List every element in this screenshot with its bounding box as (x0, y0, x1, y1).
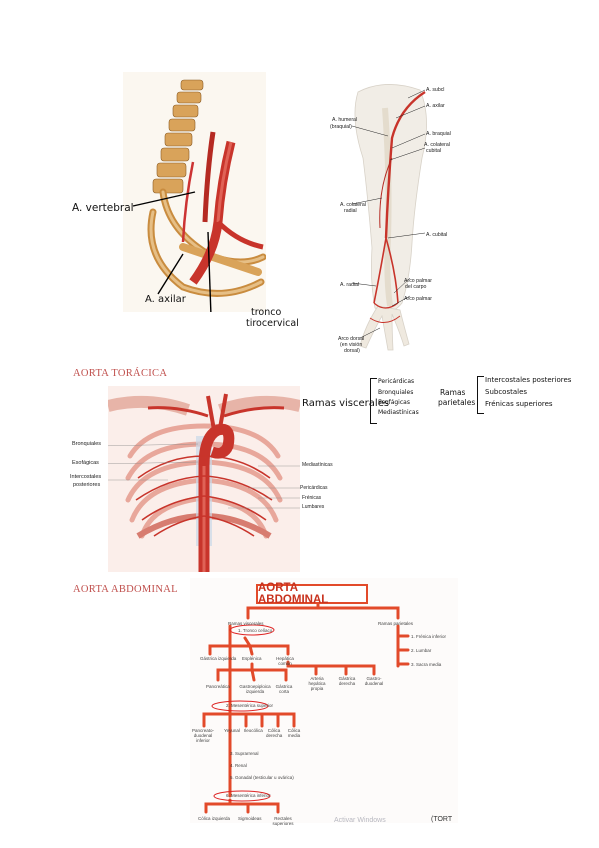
splenic-gastroepiploica: Gastroepiploica izquierda (239, 684, 271, 694)
splenic-gastrica-corta: Gástrica corta (275, 684, 293, 694)
thorax-drawing (97, 386, 304, 572)
corner-text: (TORT (431, 816, 453, 823)
ramas-parietales-sub: parietales (438, 398, 476, 407)
arm-label-subclavia: A. subcl (426, 87, 445, 93)
visceral-item-pericardicas: Pericárdicas (378, 378, 415, 385)
visceral-item-bronquiales: Bronquiales (378, 389, 414, 396)
celiac-hepatica-comun: Hepática común (276, 656, 294, 666)
abdominal-diagram-panel (190, 578, 458, 823)
arm-label-arco-carpo-sub: del carpo (405, 284, 427, 290)
parietal-item-intercostales: Intercostales posteriores (485, 376, 572, 384)
parietal-lumbar: 2. Lumbar (411, 648, 432, 653)
hepatic-gastroduodenal: Gastro-duodenal (364, 676, 384, 686)
neck-artery-illustration (123, 72, 267, 317)
label-ramas-viscerales: Ramas viscerales (228, 621, 264, 626)
arm-label-arco-palmar: Arco palmar (404, 296, 432, 302)
thorax-left-label-intercostales: Intercostales (70, 474, 102, 480)
arm-drawing (351, 84, 427, 351)
section-title-aorta-toracica: AORTA TORÁCICA (73, 368, 168, 379)
sup-colica-media: Cólica media (287, 728, 301, 738)
inf-rectales-superiores: Rectales superiores (272, 816, 294, 826)
thorax-right-label-frenicas: Frénicas (302, 495, 322, 501)
section-title-aorta-abdominal: AORTA ABDOMINAL (73, 584, 178, 595)
splenic-pancreatica: Pancreática (206, 684, 230, 689)
label-a-vertebral: A. vertebral (72, 202, 134, 214)
label-mesenterica-superior: 2. Mesentérica superior (226, 703, 274, 708)
arm-label-humeral: A. humeral (332, 117, 358, 123)
sup-pancreatoduodenal: Pancreato-duodenal inferior (192, 728, 215, 743)
label-mesenterica-inferior: 6. Mesentérica inferior (226, 793, 271, 798)
label-tirocervical: tirocervical (246, 318, 299, 329)
parietal-brace (477, 376, 484, 414)
arm-artery-illustration (330, 78, 450, 358)
visceral-brace (370, 378, 377, 424)
celiac-gastrica-izquierda: Gástrica izquierda (200, 656, 237, 661)
item-suprarrenal: 3. Suprarrenal (230, 751, 259, 756)
inf-colica-izquierda: Cólica izquierda (198, 816, 231, 821)
arm-label-arco-dorsal-sub: (en visión (340, 342, 363, 348)
arm-label-colateral-cubital-sub: cubital (426, 148, 441, 154)
abdominal-title-box: AORTA ABDOMINAL (256, 582, 368, 606)
label-tronco-celiaco: 1. Tronco celíaco (238, 628, 273, 633)
visceral-item-esofagicas: Esofágicas (378, 399, 410, 406)
parietal-sacra-media: 3. Sacra media (411, 662, 442, 667)
arm-label-arco-dorsal-sub2: dorsal) (344, 348, 360, 354)
arm-label-colateral-radial: A. colateral (340, 202, 366, 208)
ramas-parietales-label: Ramas (440, 388, 466, 397)
arm-label-braquial: A. braquial (426, 131, 451, 137)
label-ramas-parietales: Ramas parietales (378, 621, 414, 626)
thorax-right-label-mediastinicas: Mediastínicas (302, 462, 333, 468)
arm-label-arco-dorsal: Arco dorsal (338, 336, 365, 342)
arm-label-arco-carpo: Arco palmar (404, 278, 432, 284)
thorax-left-label-bronquiales: Bronquiales (72, 441, 102, 447)
thorax-right-label-lumbares: Lumbares (302, 504, 325, 510)
neck-skeleton-drawing (123, 72, 267, 317)
windows-watermark: Activar Windows (334, 817, 386, 824)
ramas-viscerales-label: Ramas viscerales (302, 398, 390, 409)
parietal-item-subcostales: Subcostales (485, 388, 528, 396)
arm-label-colateral-cubital: A. colateral (424, 142, 450, 148)
thorax-left-label-esofagicas: Esofágicas (72, 460, 99, 466)
sup-colica-derecha: Cólica derecha (266, 728, 283, 738)
celiac-esplenica: Esplénica (242, 656, 262, 661)
arm-label-axilar: A. axilar (426, 103, 445, 109)
label-a-axilar: A. axilar (145, 294, 186, 305)
arm-label-humeral-sub: (braquial) (330, 124, 352, 130)
arm-label-radial: A. radial (340, 282, 360, 288)
arm-label-cubital: A. cubital (426, 232, 448, 238)
parietal-item-frenicas: Frénicas superiores (485, 400, 553, 408)
hepatic-gastrica-derecha: Gástrica derecha (338, 676, 356, 686)
inf-sigmoideas: Sigmoideas (238, 816, 262, 821)
sup-yeyunal: Yeyunal (224, 728, 240, 733)
thorax-left-label-posteriores: posteriores (73, 482, 101, 488)
visceral-item-mediastinicas: Mediastínicas (378, 409, 419, 416)
arm-label-colateral-radial-sub: radial (344, 208, 357, 214)
thorax-right-label-pericardicas: Pericárdicas (300, 485, 328, 491)
sup-ileocolica: Ileocólica (244, 728, 263, 733)
item-renal: 4. Renal (230, 763, 247, 768)
abdominal-tree-connectors (202, 598, 410, 814)
item-gonadal: 5. Gonadal (testicular u ovárica) (230, 775, 294, 780)
parietal-frenica-inferior: 1. Frénica inferior (411, 634, 447, 639)
hepatic-propia: Arteria hepática propia (308, 676, 326, 691)
label-tronco: tronco (251, 307, 282, 318)
thoracic-aorta-illustration (97, 386, 304, 572)
